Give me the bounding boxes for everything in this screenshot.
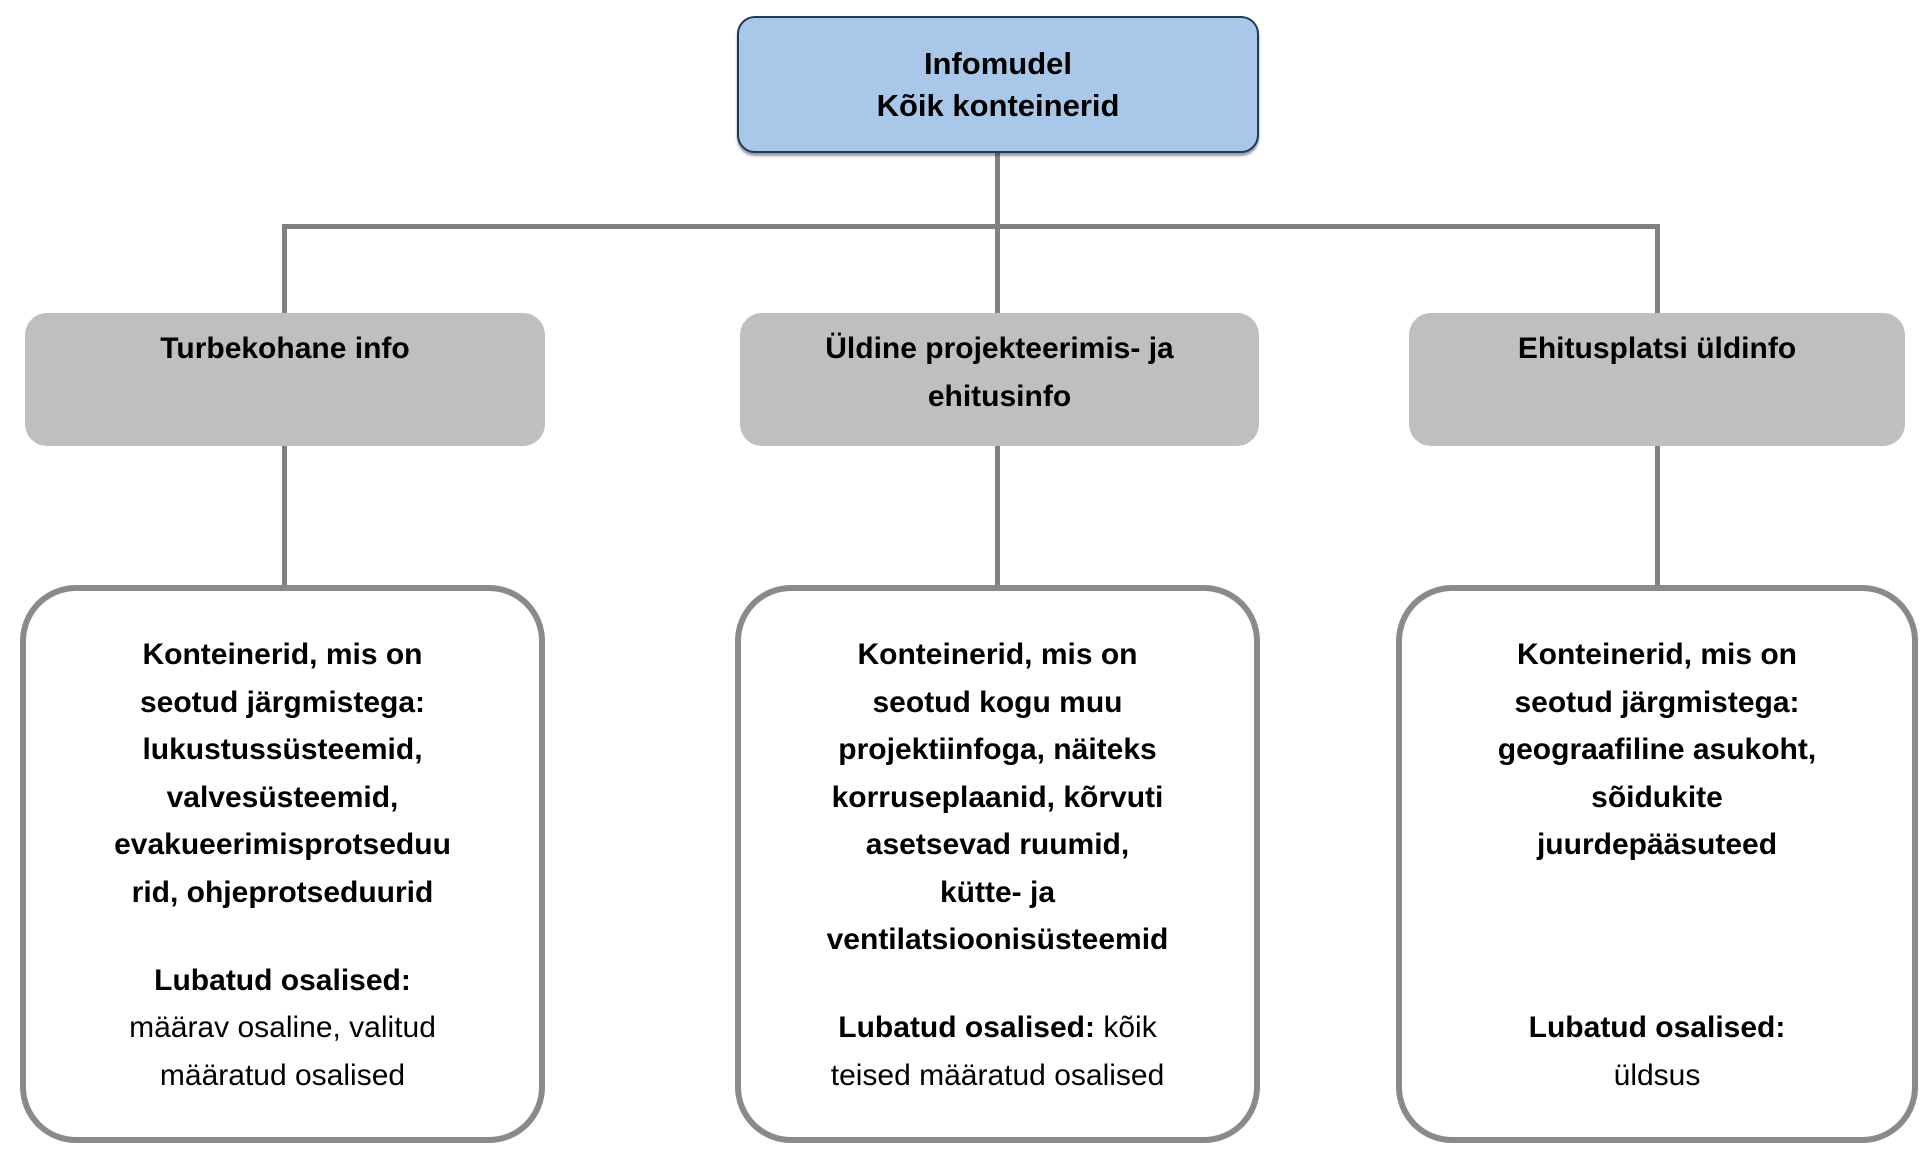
allowed-participants-label: Lubatud osalised: xyxy=(154,963,411,997)
detail-body-text: Konteinerid, mis on seotud kogu muu proj… xyxy=(826,638,1169,956)
branch-header-label: Turbekohane info xyxy=(160,332,410,365)
branch-header-turbekohane-info: Turbekohane info xyxy=(25,313,545,446)
connector-right-header-to-detail xyxy=(1655,444,1660,590)
root-node-title: Infomudel Kõik konteinerid xyxy=(876,45,1120,123)
allowed-participants-value: määrav osaline, valitud määratud osalise… xyxy=(129,1011,436,1092)
connector-left-header-to-detail xyxy=(282,444,287,590)
allowed-participants-value: kõik teised määratud osalised xyxy=(830,1011,1165,1092)
branch-detail-turbekohane-info: Konteinerid, mis on seotud järgmistega: … xyxy=(20,585,545,1143)
allowed-participants-label: Lubatud osalised: xyxy=(1528,1011,1786,1044)
branch-header-label: Ehitusplatsi üldinfo xyxy=(1517,332,1797,365)
root-node: Infomudel Kõik konteinerid xyxy=(737,16,1259,153)
branch-detail-uldine-projekteerimis: Konteinerid, mis on seotud kogu muu proj… xyxy=(735,585,1260,1143)
connector-drop-right xyxy=(1655,224,1660,318)
allowed-participants-label: Lubatud osalised: xyxy=(838,1011,1095,1044)
branch-header-label: Üldine projekteerimis- ja ehitusinfo xyxy=(825,332,1174,413)
allowed-participants: Lubatud osalised: määrav osaline, valitu… xyxy=(54,957,511,1100)
connector-drop-left xyxy=(282,224,287,318)
detail-body-text: Konteinerid, mis on seotud järgmistega: … xyxy=(114,638,451,909)
branch-detail-ehitusplatsi-uldinfo: Konteinerid, mis on seotud järgmistega: … xyxy=(1396,585,1918,1143)
allowed-participants: Lubatud osalised: üldsus xyxy=(1430,1004,1884,1099)
allowed-participants-value: üldsus xyxy=(1613,1058,1701,1092)
branch-header-ehitusplatsi-uldinfo: Ehitusplatsi üldinfo xyxy=(1409,313,1905,446)
connector-middle-header-to-detail xyxy=(995,444,1000,590)
detail-body-text: Konteinerid, mis on seotud järgmistega: … xyxy=(1497,638,1817,861)
connector-horizontal-bar xyxy=(282,224,1660,229)
connector-drop-middle xyxy=(995,224,1000,318)
allowed-participants: Lubatud osalised:kõik teised määratud os… xyxy=(769,1004,1226,1099)
branch-header-uldine-projekteerimis: Üldine projekteerimis- ja ehitusinfo xyxy=(740,313,1259,446)
connector-root-vertical xyxy=(995,150,1000,229)
